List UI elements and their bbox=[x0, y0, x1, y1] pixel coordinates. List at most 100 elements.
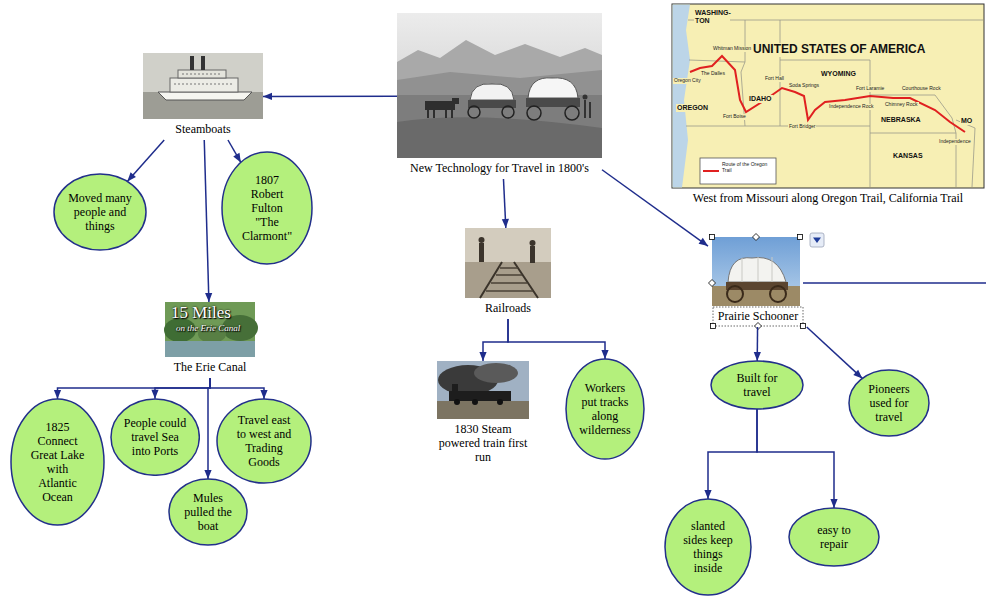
map-label: WASHING- TON bbox=[694, 9, 730, 24]
steamboat-picture bbox=[174, 74, 234, 84]
state-border bbox=[870, 95, 956, 133]
selection-handles bbox=[711, 324, 716, 329]
steamboat-picture bbox=[170, 78, 238, 92]
wagon-train-picture bbox=[425, 101, 455, 110]
railroad-picture bbox=[486, 268, 533, 291]
selection-handles bbox=[753, 234, 760, 241]
state-border bbox=[686, 126, 780, 127]
steamboat-picture bbox=[143, 53, 263, 119]
picture-node: Prairie Schooner bbox=[708, 237, 808, 327]
picture-node: New Technology for Travel in 1800's bbox=[397, 13, 602, 179]
outgoing-line bbox=[803, 283, 986, 284]
connector-arrow bbox=[208, 378, 210, 479]
picture-node: 1830 Steam powered train first run bbox=[437, 361, 529, 468]
connector-arrow bbox=[503, 179, 505, 228]
selection-handles bbox=[813, 238, 821, 244]
prairie-schooner-picture bbox=[770, 286, 786, 302]
map-label: Independence Rock bbox=[828, 104, 874, 110]
concept-oval: Travel east to west and Trading Goods bbox=[216, 398, 312, 484]
selection-handles bbox=[801, 324, 806, 329]
concept-oval: Workers put tracks along wilderness bbox=[565, 358, 645, 460]
erie-canal-picture bbox=[165, 341, 255, 357]
oval-text-block: Workers put tracks along wilderness bbox=[577, 381, 633, 437]
connector-arrow bbox=[58, 378, 211, 399]
concept-text: easy to repair bbox=[804, 523, 864, 551]
steam-train-picture bbox=[454, 399, 460, 405]
wagon-train-picture bbox=[397, 117, 602, 158]
map-label: Chimney Rock bbox=[884, 102, 919, 108]
map-label: Oregon City bbox=[673, 78, 702, 84]
picture-caption: The Erie Canal bbox=[165, 360, 255, 374]
map-label: Whitman Mission bbox=[712, 46, 752, 52]
concept-oval: slanted sides keep things inside bbox=[664, 498, 752, 596]
railroad-picture bbox=[480, 262, 538, 298]
concept-oval: easy to repair bbox=[788, 507, 880, 567]
map-label: OREGON bbox=[676, 104, 709, 112]
steamboat-picture bbox=[190, 56, 194, 70]
picture-node: Railroads bbox=[465, 228, 551, 319]
concept-oval: 1807 Robert Fulton "The Clarmont" bbox=[221, 151, 313, 265]
picture-caption: Railroads bbox=[465, 301, 551, 315]
picture-caption: 1830 Steam powered train first run bbox=[437, 422, 529, 464]
connector-arrow bbox=[228, 140, 241, 162]
legend-text: Route of the Oregon Trail bbox=[722, 161, 774, 173]
oregon-trail-map bbox=[673, 5, 691, 188]
railroad-picture bbox=[479, 237, 485, 243]
connector-arrow bbox=[155, 378, 210, 399]
map-label: Fort Bridger bbox=[788, 124, 816, 130]
selection-handles bbox=[810, 233, 824, 247]
connector-arrow bbox=[602, 170, 708, 246]
concept-text: Workers put tracks along wilderness bbox=[577, 381, 633, 437]
concept-oval: Built for travel bbox=[710, 360, 804, 410]
steamboat-picture bbox=[143, 92, 263, 119]
map-label: Soda Springs bbox=[788, 83, 820, 89]
map-label: Independence bbox=[938, 139, 972, 145]
concept-oval: Moved many people and things bbox=[53, 173, 147, 251]
outgoing-line bbox=[803, 282, 986, 284]
concept-oval: 1825 Connect Great Lake with Atlantic Oc… bbox=[10, 398, 105, 526]
railroad-picture bbox=[530, 246, 535, 263]
oval-shape bbox=[217, 399, 311, 483]
oval-shape bbox=[566, 359, 644, 459]
wagon-train-picture bbox=[397, 13, 602, 158]
selection-handles bbox=[709, 233, 825, 330]
oval-shape bbox=[789, 508, 879, 566]
map-label: KANSAS bbox=[892, 152, 924, 160]
connector-arrow bbox=[204, 140, 209, 302]
connector-arrow bbox=[263, 95, 397, 97]
map-label: Fort Boise bbox=[722, 114, 747, 120]
connector-arrow bbox=[757, 409, 834, 508]
railroad-picture bbox=[465, 228, 551, 298]
map-label: Fort Laramie bbox=[855, 86, 885, 92]
map-label: Fort Hall bbox=[764, 76, 785, 82]
concept-text: Built for travel bbox=[732, 371, 782, 399]
selection-handles bbox=[709, 280, 716, 287]
legend-line-sample bbox=[703, 170, 719, 172]
concept-oval: Mules pulled the boat bbox=[168, 478, 248, 546]
steam-train-picture bbox=[497, 399, 503, 405]
concept-text: Pioneers used for travel bbox=[866, 382, 912, 424]
wagon-train-picture bbox=[502, 106, 514, 118]
prairie-schooner-picture bbox=[712, 237, 800, 306]
state-border bbox=[780, 20, 781, 126]
map-label: The Dalles bbox=[700, 71, 726, 77]
connector-arrow bbox=[708, 409, 757, 499]
selection-handles bbox=[710, 235, 715, 240]
concept-text: slanted sides keep things inside bbox=[680, 519, 736, 575]
wagon-train-picture bbox=[585, 100, 590, 118]
wagon-train-picture bbox=[527, 106, 541, 120]
steamboat-picture bbox=[201, 56, 205, 70]
oval-text-block: slanted sides keep things inside bbox=[680, 519, 736, 575]
picture-caption: Steamboats bbox=[143, 122, 263, 136]
state-border bbox=[956, 120, 975, 187]
legend-line-sample bbox=[703, 168, 719, 174]
connector-arrow bbox=[508, 319, 605, 359]
oval-text-block: easy to repair bbox=[804, 523, 864, 551]
steamboat-picture bbox=[143, 53, 263, 119]
selection-handles bbox=[798, 235, 803, 240]
oval-text-block: Mules pulled the boat bbox=[183, 491, 233, 533]
concept-text: 1825 Connect Great Lake with Atlantic Oc… bbox=[27, 420, 89, 504]
wagon-train-picture bbox=[397, 95, 602, 158]
connector-arrow bbox=[483, 319, 508, 361]
